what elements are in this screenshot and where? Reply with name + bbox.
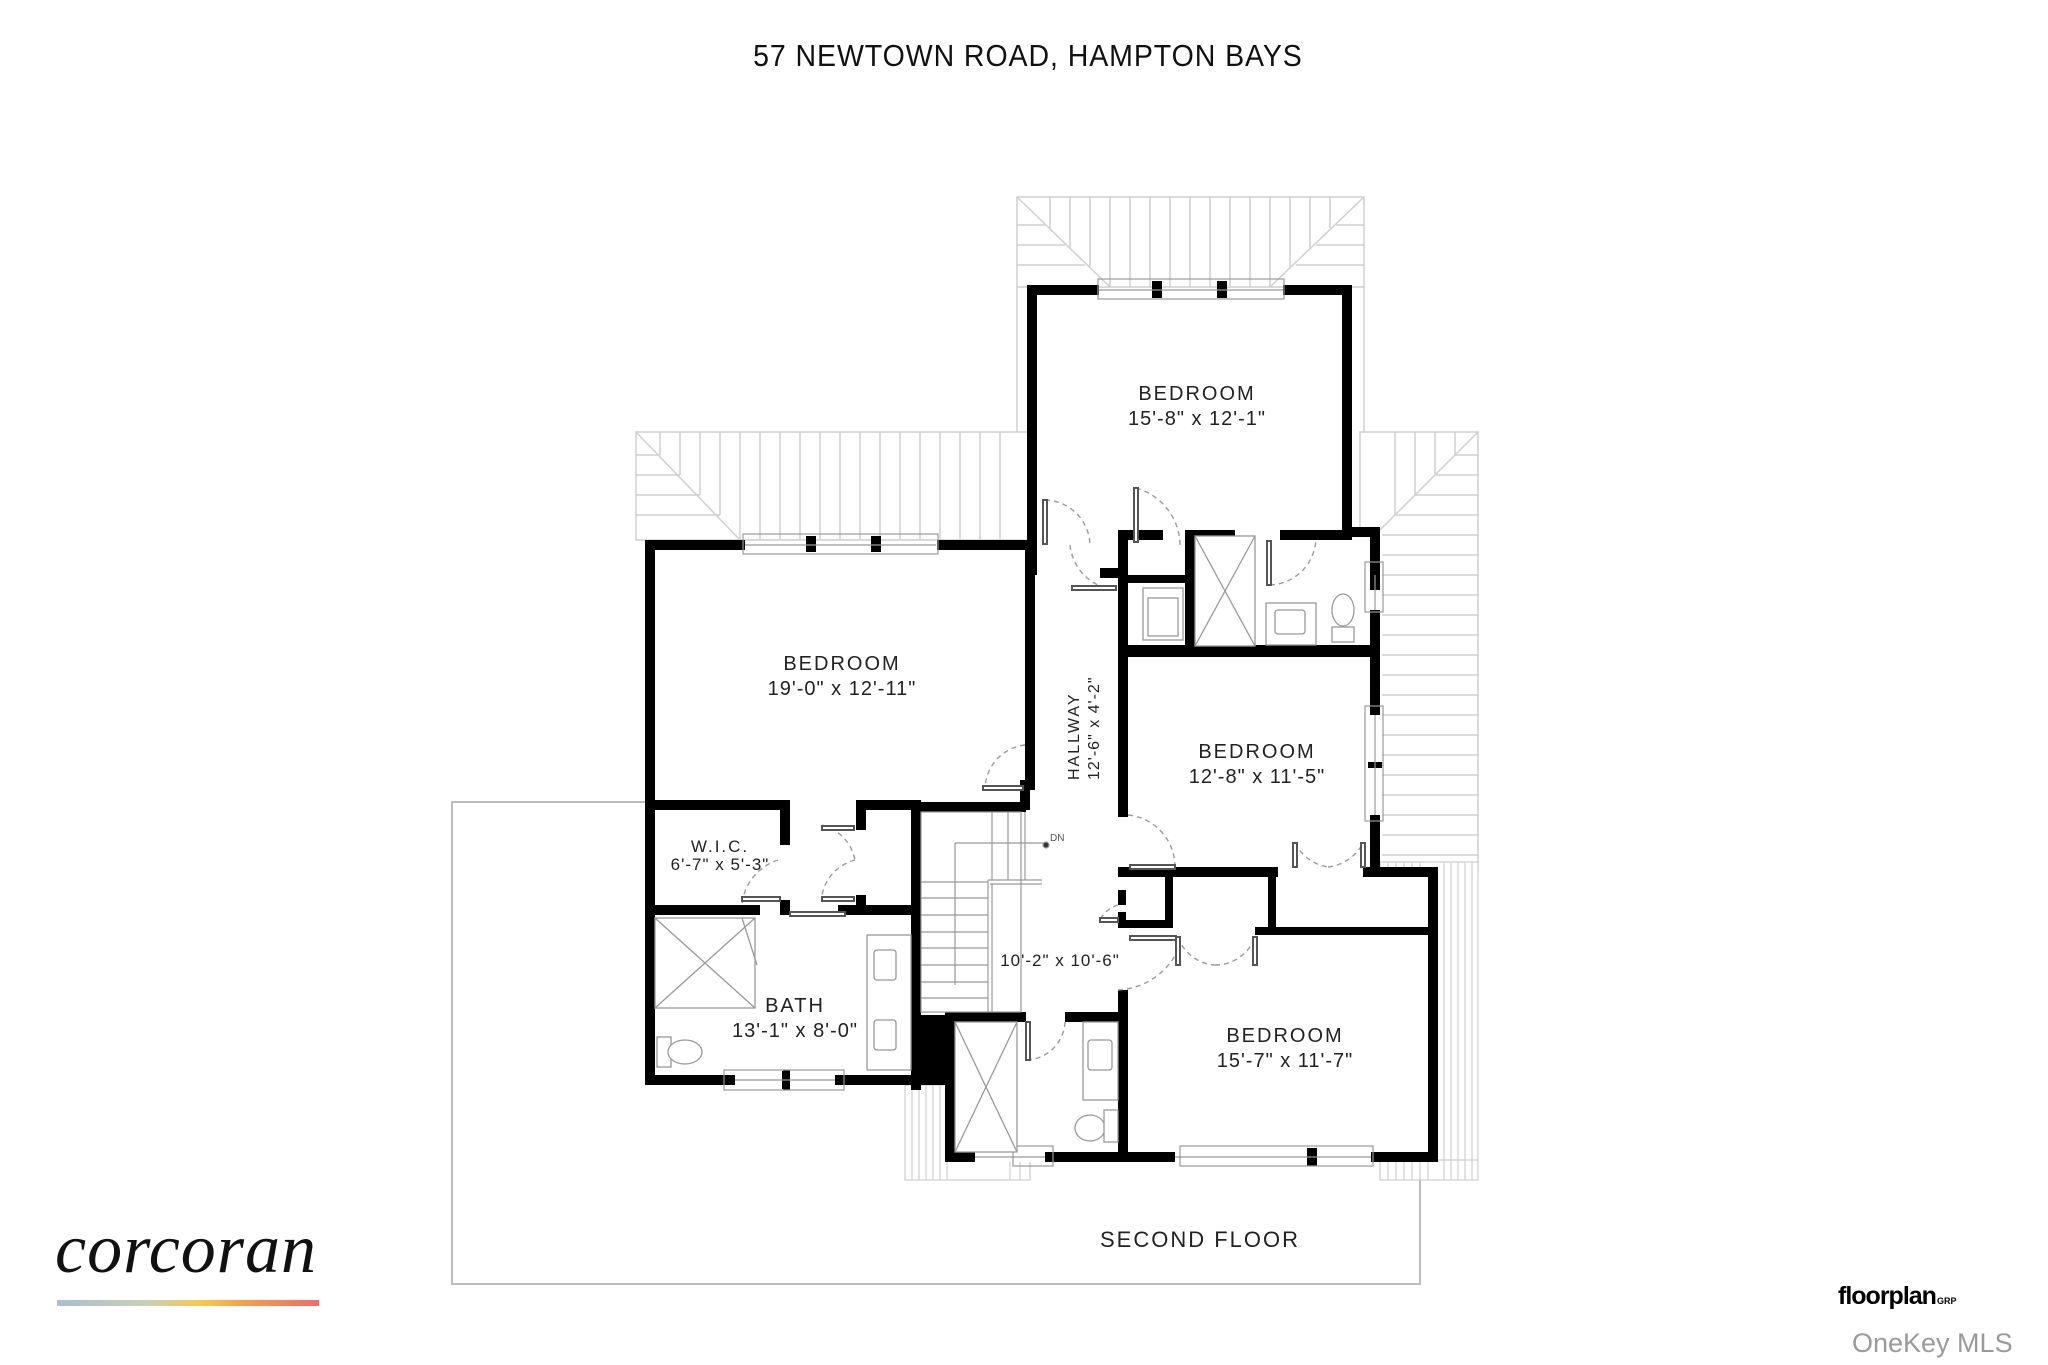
room-label-hallway: HALLWAY — [1066, 693, 1083, 781]
room-dim-hallway: 12'-6" x 4'-2" — [1086, 676, 1103, 780]
corcoran-logo: corcoran — [55, 1211, 318, 1288]
room-dim-bedroom-left: 19'-0" x 12'-11" — [768, 678, 917, 700]
toilet-bath — [667, 1039, 703, 1065]
corcoran-logo-bar — [57, 1300, 319, 1306]
page-title: 57 NEWTOWN ROAD, HAMPTON BAYS — [753, 38, 1303, 73]
stairs-direction-label: DN — [1050, 833, 1064, 844]
sink-upper — [1274, 609, 1306, 635]
room-label-wic: W.I.C. — [691, 837, 749, 856]
room-dim-bedroom-middle-right: 12'-8" x 11'-5" — [1189, 766, 1326, 788]
hallway-label-group: HALLWAY 12'-6" x 4'-2" — [1066, 676, 1103, 780]
door-leaves — [741, 487, 1366, 1061]
walls — [645, 281, 1438, 1166]
room-label-bath: BATH — [765, 995, 825, 1017]
room-label-bedroom-middle-right: BEDROOM — [1198, 741, 1315, 763]
room-label-bedroom-left: BEDROOM — [783, 653, 900, 675]
room-label-bedroom-top: BEDROOM — [1138, 383, 1255, 405]
roof-top — [1016, 196, 1365, 432]
sink-hall — [1087, 1039, 1113, 1071]
room-labels: BEDROOM 15'-8" x 12'-1" BEDROOM 19'-0" x… — [671, 383, 1354, 1072]
sink-2 — [873, 1019, 897, 1051]
fixtures — [654, 535, 1355, 1153]
onekey-mls-watermark: OneKey MLS — [1852, 1328, 2013, 1358]
sink-1 — [873, 949, 897, 981]
room-dim-wic: 6'-7" x 5'-3" — [671, 855, 770, 874]
floorplan-grp-logo: floorplanGRP — [1838, 1282, 1956, 1311]
toilet-upper — [1331, 593, 1355, 627]
windows — [723, 278, 1384, 1167]
floorplan-logo-text: floorplan — [1838, 1282, 1937, 1310]
floor-name: SECOND FLOOR — [1100, 1227, 1301, 1252]
toilet-hall — [1074, 1114, 1106, 1142]
floorplan-logo-suffix: GRP — [1936, 1296, 1957, 1306]
room-dim-bedroom-bottom-right: 15'-7" x 11'-7" — [1217, 1050, 1354, 1072]
room-dim-bath: 13'-1" x 8'-0" — [732, 1020, 858, 1042]
stairs — [920, 811, 1050, 1013]
room-dim-bedroom-top: 15'-8" x 12'-1" — [1128, 408, 1266, 430]
room-dim-landing: 10'-2" x 10'-6" — [1000, 951, 1120, 970]
roof-left — [635, 431, 1031, 541]
room-label-bedroom-bottom-right: BEDROOM — [1226, 1025, 1343, 1047]
